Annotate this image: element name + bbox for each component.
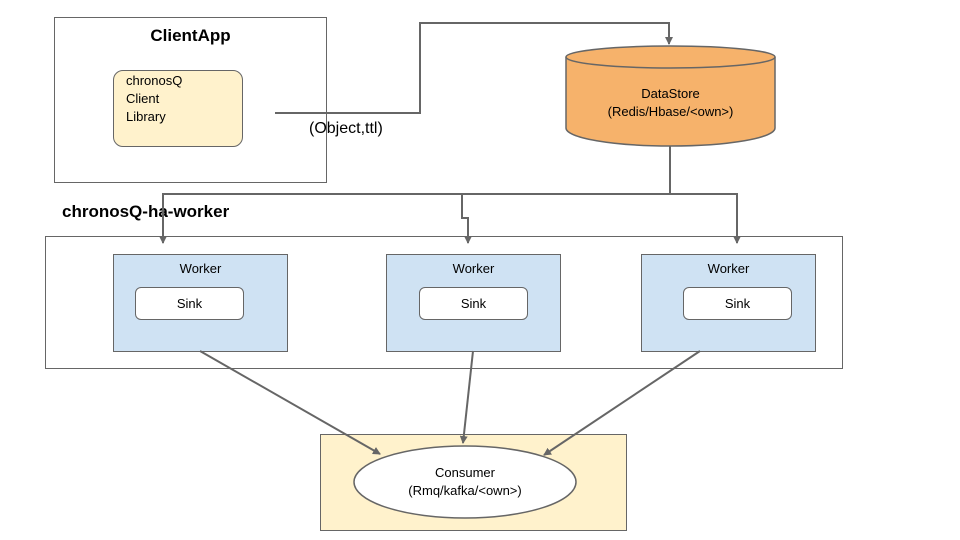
worker-label-1: Worker [179, 261, 222, 276]
worker-label-2: Worker [452, 261, 495, 276]
datastore-cylinder [565, 45, 776, 147]
worker-label-3: Worker [707, 261, 750, 276]
sink-node-1: Sink [135, 287, 244, 320]
object-ttl-edge-label: (Object,ttl) [309, 120, 383, 137]
client-library-node [113, 70, 243, 147]
client-library-line2: Client [126, 91, 160, 106]
datastore-name: DataStore [641, 86, 700, 101]
sink-node-3: Sink [683, 287, 792, 320]
client-library-label: chronosQ Client Library [126, 72, 236, 126]
sink-node-2: Sink [419, 287, 528, 320]
datastore-to-workers-edges [159, 146, 741, 244]
consumer-name: Consumer [435, 465, 495, 480]
client-library-line1: chronosQ [126, 73, 183, 88]
consumer-label: Consumer (Rmq/kafka/<own>) [354, 464, 576, 500]
consumer-detail: (Rmq/kafka/<own>) [408, 483, 522, 498]
workers-to-consumer-edges [199, 350, 701, 456]
consumer-ellipse [353, 445, 577, 519]
ha-worker-title: chronosQ-ha-worker [62, 202, 230, 221]
client-library-line3: Library [126, 109, 166, 124]
datastore-detail: (Redis/Hbase/<own>) [607, 104, 734, 119]
client-to-datastore-edge [275, 22, 673, 114]
client-app-title: ClientApp [150, 26, 231, 45]
datastore-label: DataStore (Redis/Hbase/<own>) [566, 85, 775, 121]
